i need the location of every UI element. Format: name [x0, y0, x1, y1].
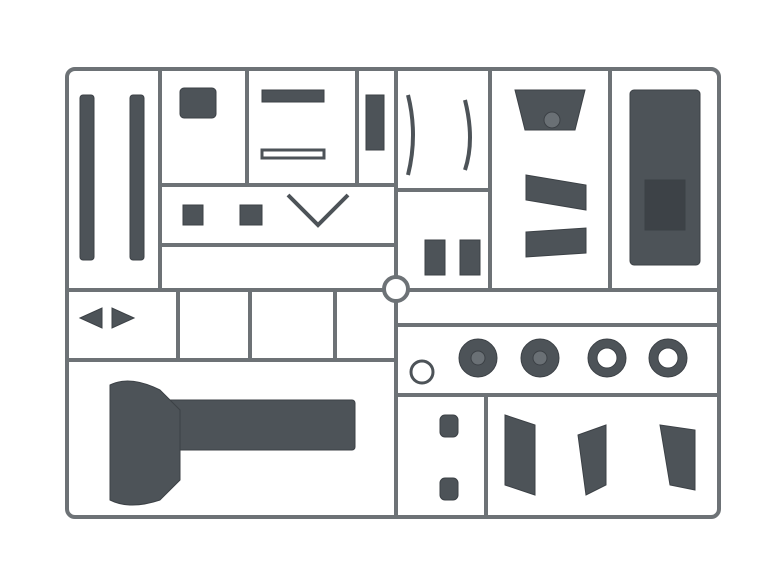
sprue-frame [65, 67, 721, 519]
sprue-parts [78, 87, 701, 506]
